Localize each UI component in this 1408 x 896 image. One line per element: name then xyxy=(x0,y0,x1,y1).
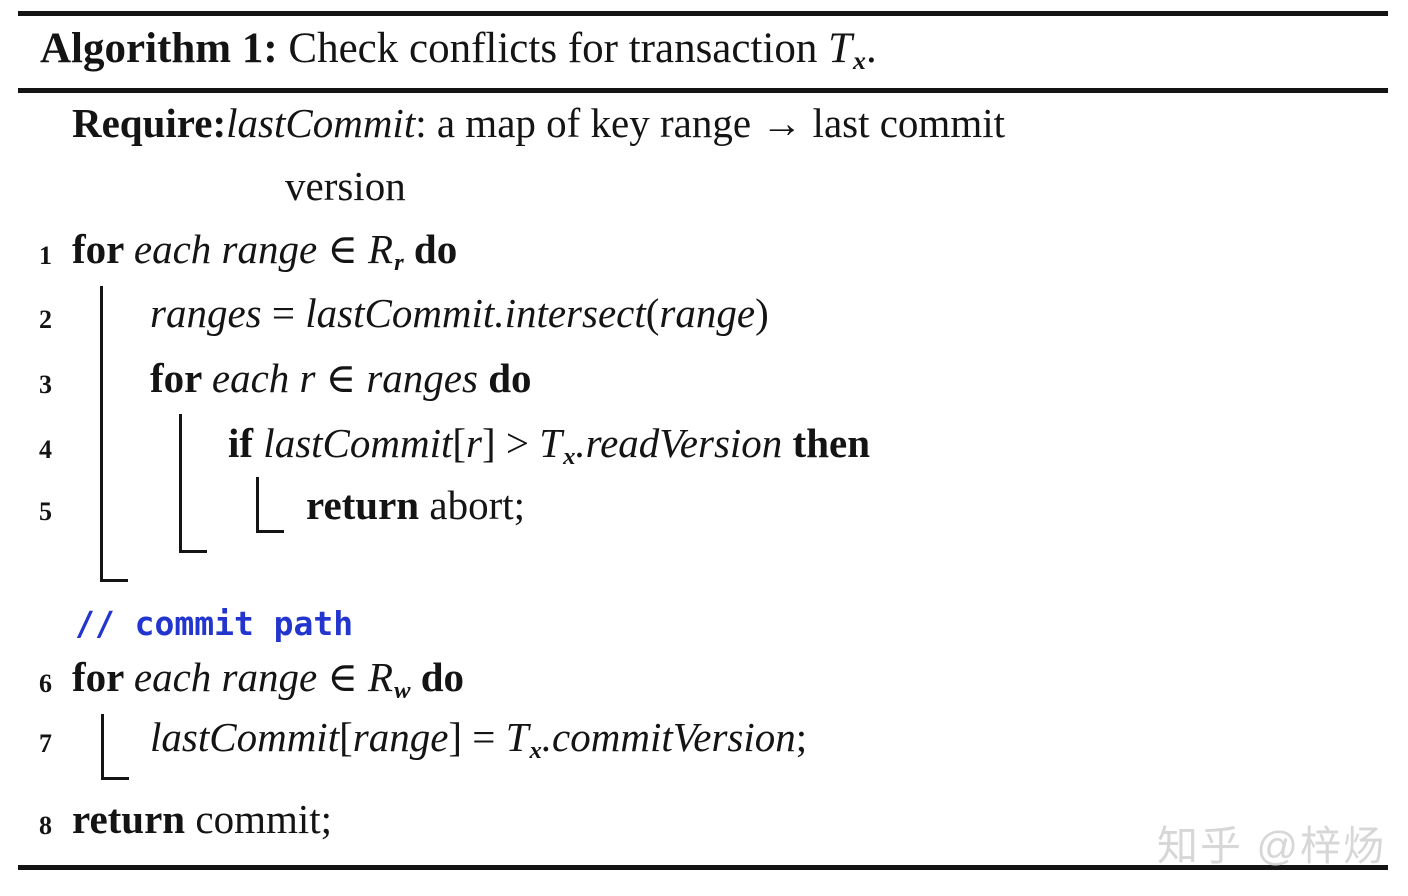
keyword: do xyxy=(413,226,458,272)
plain-text: → xyxy=(761,100,803,146)
block-line-inner-for xyxy=(179,414,207,553)
keyword: then xyxy=(792,420,871,466)
keyword: return xyxy=(72,796,196,842)
variable: lastCommit xyxy=(150,714,340,760)
variable: lastCommit.intersect xyxy=(305,290,646,336)
variable: each range xyxy=(133,226,328,272)
plain-text: Check conflicts for transaction xyxy=(277,25,829,72)
plain-text: ∈ xyxy=(327,226,369,272)
variable: ranges xyxy=(150,290,272,336)
plain-text: ∈ xyxy=(327,654,369,700)
code-line-4: if lastCommit[r] > Tx.readVersion then xyxy=(228,420,871,470)
code-line-2: ranges = lastCommit.intersect(range) xyxy=(150,290,769,336)
line-number-2: 2 xyxy=(39,305,52,334)
variable: range xyxy=(352,714,449,760)
variable: R xyxy=(368,226,394,272)
plain-text xyxy=(411,654,421,700)
plain-text: [ xyxy=(339,714,353,760)
plain-text: = xyxy=(271,290,306,336)
keyword: for xyxy=(72,654,134,700)
plain-text: abort; xyxy=(429,482,526,528)
line-number-5: 5 xyxy=(39,497,52,526)
bottom-rule xyxy=(18,865,1388,870)
variable: each r xyxy=(211,355,326,401)
subscript: x xyxy=(563,442,576,470)
code-line-3: for each r ∈ ranges do xyxy=(150,355,532,401)
variable: T xyxy=(828,25,853,72)
variable: lastCommit xyxy=(263,420,453,466)
plain-text: ∈ xyxy=(325,355,367,401)
code-line-7: lastCommit[range] = Tx.commitVersion; xyxy=(150,714,808,764)
keyword: Require: xyxy=(72,100,227,146)
keyword: if xyxy=(228,420,264,466)
line-number-8: 8 xyxy=(39,811,52,840)
variable: ranges xyxy=(366,355,489,401)
plain-text: ) xyxy=(755,290,769,336)
keyword: for xyxy=(150,355,212,401)
variable: range xyxy=(659,290,756,336)
require-continuation: version xyxy=(285,163,406,209)
comment-text: // commit path xyxy=(75,604,354,643)
plain-text: commit; xyxy=(195,796,333,842)
code-line-5: return abort; xyxy=(306,482,526,528)
plain-text: version xyxy=(285,163,406,209)
keyword: Algorithm 1: xyxy=(40,25,278,72)
variable: R xyxy=(368,654,394,700)
variable: r xyxy=(466,420,483,466)
line-number-3: 3 xyxy=(39,370,52,399)
plain-text: ] = xyxy=(448,714,506,760)
line-number-1: 1 xyxy=(39,241,52,270)
block-line-if xyxy=(256,477,284,533)
plain-text: last commit xyxy=(802,100,1005,146)
top-rule xyxy=(18,11,1388,16)
plain-text: [ xyxy=(452,420,467,466)
variable: lastCommit xyxy=(226,100,416,146)
keyword: return xyxy=(306,482,430,528)
line-number-4: 4 xyxy=(39,435,52,464)
keyword: do xyxy=(420,654,465,700)
subscript: x xyxy=(853,46,866,76)
plain-text: ; xyxy=(795,714,808,760)
block-line-outer-for xyxy=(100,286,128,582)
plain-text: . xyxy=(865,25,877,72)
subscript: x xyxy=(529,736,542,764)
keyword: for xyxy=(72,226,134,272)
plain-text: : a map of key range xyxy=(415,100,762,146)
variable: each range xyxy=(133,654,328,700)
subscript: w xyxy=(394,676,411,704)
plain-text: ( xyxy=(645,290,660,336)
variable: .commitVersion xyxy=(541,714,796,760)
variable: T xyxy=(505,714,529,760)
code-line-1: for each range ∈ Rr do xyxy=(72,226,458,276)
block-line-commit-for xyxy=(101,714,129,780)
plain-text xyxy=(404,226,414,272)
watermark: 知乎 @梓炀 xyxy=(1156,823,1386,869)
variable: .readVersion xyxy=(575,420,793,466)
subscript: r xyxy=(394,248,404,276)
code-line-6: for each range ∈ Rw do xyxy=(72,654,465,704)
plain-text: ] > xyxy=(482,420,540,466)
line-number-6: 6 xyxy=(39,669,52,698)
middle-rule xyxy=(18,88,1388,93)
code-line-8: return commit; xyxy=(72,796,333,842)
comment-line: // commit path xyxy=(75,600,353,643)
line-number-7: 7 xyxy=(39,729,52,758)
variable: T xyxy=(539,420,563,466)
require-line: Require:lastCommit: a map of key range →… xyxy=(72,100,1005,146)
keyword: do xyxy=(488,355,532,401)
algorithm-caption: Algorithm 1: Check conflicts for transac… xyxy=(40,24,877,76)
